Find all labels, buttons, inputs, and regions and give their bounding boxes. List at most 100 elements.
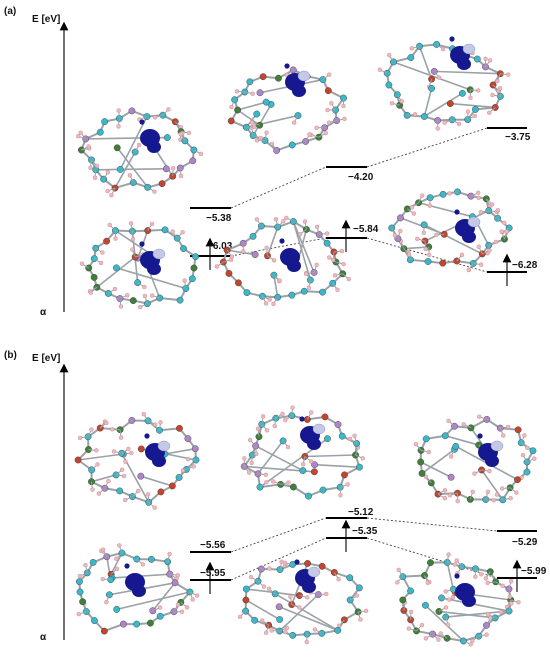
hydrogen-atom	[502, 220, 507, 225]
hydrogen-atom	[180, 230, 185, 235]
hydrogen-atom	[455, 499, 460, 504]
hydrogen-atom	[358, 617, 363, 622]
atom	[225, 270, 233, 277]
molecule-image	[240, 405, 365, 500]
atom	[189, 157, 197, 165]
atom	[190, 264, 198, 272]
atom	[161, 226, 169, 234]
hydrogen-atom	[425, 580, 430, 586]
hydrogen-atom	[341, 103, 346, 109]
hydrogen-atom	[485, 612, 491, 617]
orbital-lobe	[152, 248, 166, 260]
hydrogen-atom	[437, 75, 442, 80]
hydrogen-atom	[338, 493, 343, 498]
hydrogen-atom	[434, 232, 439, 238]
panel-a-connector	[230, 166, 327, 209]
hydrogen-atom	[309, 410, 314, 415]
molecule-image	[377, 36, 511, 131]
atom	[422, 435, 430, 443]
atom	[157, 488, 165, 496]
orbital-lobe	[462, 595, 476, 607]
hydrogen-atom	[136, 142, 142, 148]
hydrogen-atom	[497, 86, 503, 91]
atom	[311, 461, 318, 469]
bond	[252, 103, 272, 136]
atom	[133, 620, 141, 628]
hydrogen-atom	[479, 262, 484, 267]
hydrogen-atom	[77, 573, 83, 579]
hydrogen-atom	[105, 170, 111, 175]
atom	[242, 596, 250, 604]
hydrogen-atom	[178, 131, 183, 137]
bond	[140, 475, 173, 487]
atom	[446, 100, 454, 107]
hydrogen-atom	[413, 442, 419, 447]
hydrogen-atom	[332, 273, 338, 278]
bond	[434, 70, 501, 75]
hydrogen-atom	[282, 560, 287, 566]
hydrogen-atom	[490, 92, 495, 98]
hydrogen-atom	[149, 221, 155, 227]
atom	[76, 588, 84, 596]
atom	[147, 619, 154, 627]
hydrogen-atom	[409, 205, 415, 210]
hydrogen-atom	[499, 486, 505, 491]
hydrogen-atom	[491, 498, 496, 503]
bond	[119, 116, 148, 170]
hydrogen-atom	[446, 418, 451, 424]
hydrogen-atom	[445, 622, 451, 627]
bond	[423, 224, 483, 255]
hydrogen-atom	[446, 552, 451, 557]
orbital-lobe	[477, 433, 483, 439]
bond	[95, 167, 167, 171]
atom	[407, 587, 414, 595]
hydrogen-atom	[116, 108, 121, 113]
bond	[475, 221, 490, 246]
panel-b: (b) E [eV] α −5.56 −5.12 −5.29 −5.95 −5.…	[4, 350, 547, 643]
atom	[148, 555, 155, 563]
hydrogen-atom	[345, 482, 350, 487]
hydrogen-atom	[483, 576, 489, 581]
atom	[420, 113, 428, 120]
hydrogen-atom	[241, 249, 246, 254]
hydrogen-atom	[346, 276, 351, 282]
atom	[137, 445, 145, 453]
hydrogen-atom	[476, 244, 481, 249]
hydrogen-atom	[104, 600, 109, 605]
hydrogen-atom	[423, 474, 429, 479]
hydrogen-atom	[427, 252, 432, 258]
hydrogen-atom	[98, 260, 104, 266]
hydrogen-atom	[252, 124, 257, 129]
orbital-lobe	[152, 455, 166, 467]
hydrogen-atom	[277, 278, 282, 283]
atom	[243, 289, 251, 297]
hydrogen-atom	[281, 219, 286, 224]
hydrogen-atom	[249, 120, 255, 125]
bond	[116, 147, 149, 188]
hydrogen-atom	[127, 173, 133, 178]
hydrogen-atom	[360, 456, 365, 461]
atom	[129, 297, 137, 304]
hydrogen-atom	[494, 492, 500, 497]
hydrogen-atom	[284, 215, 289, 220]
atom	[321, 413, 329, 421]
hydrogen-atom	[264, 130, 269, 135]
hydrogen-atom	[406, 252, 412, 257]
hydrogen-atom	[283, 629, 288, 635]
hydrogen-atom	[495, 208, 501, 213]
panel-a-level-label: −4.20	[348, 172, 374, 183]
atom	[318, 562, 326, 570]
panel-b-level-label: −5.12	[348, 507, 374, 518]
orbital-lobe	[147, 141, 161, 153]
atom	[156, 612, 164, 620]
atom	[319, 288, 326, 296]
hydrogen-atom	[198, 151, 204, 156]
hydrogen-atom	[89, 427, 94, 432]
hydrogen-atom	[354, 593, 359, 598]
panel-a-alpha-label: α	[40, 307, 47, 318]
atom	[338, 432, 346, 440]
hydrogen-atom	[325, 107, 330, 113]
hydrogen-atom	[129, 450, 134, 456]
atom	[355, 584, 363, 592]
hydrogen-atom	[456, 121, 462, 127]
